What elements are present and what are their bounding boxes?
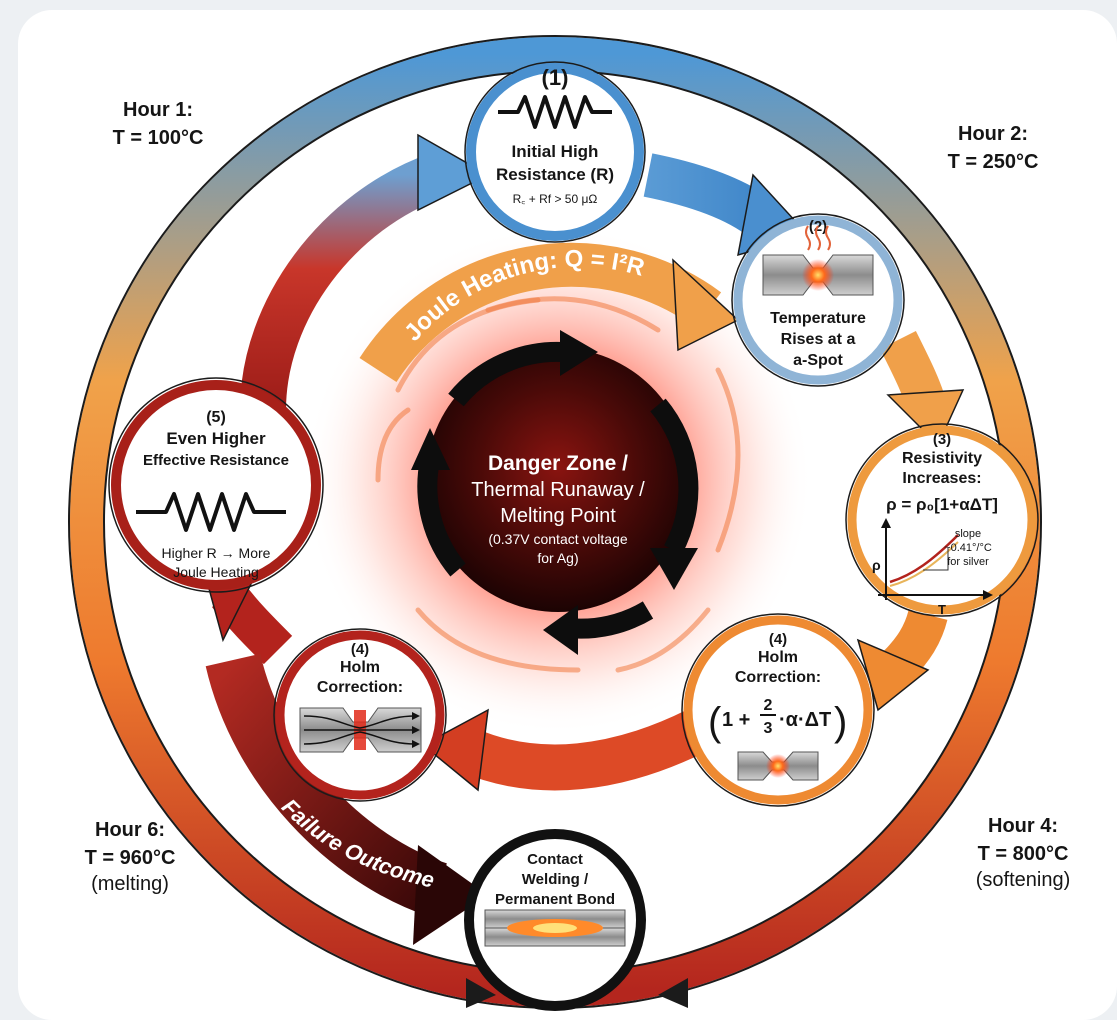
svg-text:Contact: Contact xyxy=(527,851,583,868)
svg-text:slope: slope xyxy=(955,528,981,540)
failure-outcome-node: Contact Welding / Permanent Bond xyxy=(464,829,646,1011)
heat-swirls xyxy=(375,296,741,673)
svg-text:Melting Point: Melting Point xyxy=(500,505,616,527)
outer-ring-arrowhead-right xyxy=(658,978,688,1008)
arrow-5-to-1-head xyxy=(417,133,490,212)
contact-spot-icon xyxy=(762,225,874,296)
svg-text:Resistance (R): Resistance (R) xyxy=(496,165,614,184)
svg-text:3: 3 xyxy=(764,720,773,737)
svg-text:Permanent Bond: Permanent Bond xyxy=(495,891,615,908)
hour-4-label: Hour 4: T = 800°C (softening) xyxy=(976,815,1071,891)
welded-contact-icon xyxy=(484,909,626,947)
danger-zone-core xyxy=(426,348,690,612)
svg-text:(1): (1) xyxy=(542,65,569,90)
svg-text:Effective Resistance: Effective Resistance xyxy=(143,452,289,469)
svg-text:for silver: for silver xyxy=(947,556,989,568)
svg-text:Hour 4:: Hour 4: xyxy=(988,815,1058,837)
step-4-left-node: (4) Holm Correction: xyxy=(273,628,447,802)
svg-text:T = 250°C: T = 250°C xyxy=(948,151,1039,173)
resistivity-graph-icon: ρ T slope ~0.41°/°C for silver xyxy=(872,518,993,617)
svg-text:): ) xyxy=(834,700,847,744)
current-constriction-icon xyxy=(299,707,422,753)
svg-text:(4): (4) xyxy=(351,641,369,658)
svg-text:ρ: ρ xyxy=(872,557,881,573)
svg-text:(4): (4) xyxy=(769,631,787,648)
arrow-5-to-1 xyxy=(240,153,447,411)
svg-text:a-Spot: a-Spot xyxy=(793,352,843,369)
step-3-node: (3) Resistivity Increases: ρ = ρ₀[1+αΔT]… xyxy=(845,423,1039,617)
svg-text:Temperature: Temperature xyxy=(770,310,866,327)
svg-text:·α·ΔT: ·α·ΔT xyxy=(779,709,831,731)
holm-formula: ( 1 + 2 3 ·α·ΔT ) xyxy=(708,697,847,744)
svg-text:(3): (3) xyxy=(933,431,951,448)
svg-text:T = 960°C: T = 960°C xyxy=(85,847,176,869)
arrow-3-to-4 xyxy=(883,609,948,680)
svg-text:Hour 6:: Hour 6: xyxy=(95,819,165,841)
svg-text:2: 2 xyxy=(764,697,773,714)
contact-spot-icon xyxy=(737,751,819,781)
step-5-node: (5) Even Higher Effective Resistance Hig… xyxy=(108,377,324,593)
runaway-arrowheads xyxy=(411,330,698,655)
arrow-4-to-4 xyxy=(458,709,709,791)
svg-text:T = 100°C: T = 100°C xyxy=(113,127,204,149)
svg-text:T: T xyxy=(938,602,946,617)
svg-text:Joule Heating: Joule Heating xyxy=(173,564,259,580)
svg-text:for Ag): for Ag) xyxy=(537,550,578,566)
hour-1-label: Hour 1: T = 100°C xyxy=(113,99,204,149)
arrow-4-to-4-head xyxy=(421,708,489,792)
svg-text:Thermal Runaway /: Thermal Runaway / xyxy=(471,479,645,501)
svg-text:Holm: Holm xyxy=(758,649,798,666)
svg-text:R꜀ + Rf > 50 μΩ: R꜀ + Rf > 50 μΩ xyxy=(513,192,598,206)
svg-text:Rises at a: Rises at a xyxy=(781,331,856,348)
svg-text:1 +: 1 + xyxy=(722,709,750,731)
hour-2-label: Hour 2: T = 250°C xyxy=(948,123,1039,173)
danger-zone-label: Danger Zone / Thermal Runaway / Melting … xyxy=(471,452,645,566)
svg-text:Higher R → More: Higher R → More xyxy=(162,545,271,561)
svg-text:~0.41°/°C: ~0.41°/°C xyxy=(944,542,992,554)
svg-text:Even Higher: Even Higher xyxy=(166,429,266,448)
svg-text:Correction:: Correction: xyxy=(735,669,821,686)
step-2-node: (2) Temperature Rises at a a-Spot xyxy=(731,213,905,387)
svg-text:T = 800°C: T = 800°C xyxy=(978,843,1069,865)
svg-text:(softening): (softening) xyxy=(976,869,1071,891)
outer-ring-arrowhead-left xyxy=(466,978,496,1008)
resistor-icon xyxy=(136,492,286,532)
svg-text:Correction:: Correction: xyxy=(317,679,403,696)
failure-outcome-arrow xyxy=(205,653,448,917)
thermal-runaway-diagram: Joule Heating: Q = I²R Failure Outcome H… xyxy=(68,35,1071,1011)
svg-text:(0.37V contact voltage: (0.37V contact voltage xyxy=(488,531,628,547)
svg-text:Holm: Holm xyxy=(340,659,380,676)
step-4-right-node: (4) Holm Correction: ( 1 + 2 3 ·α·ΔT ) xyxy=(681,613,875,807)
svg-text:Hour 2:: Hour 2: xyxy=(958,123,1028,145)
svg-text:(melting): (melting) xyxy=(91,873,169,895)
joule-heating-arrowhead xyxy=(672,258,740,352)
svg-text:Initial High: Initial High xyxy=(512,142,599,161)
svg-text:Danger Zone /: Danger Zone / xyxy=(488,452,628,475)
hour-6-label: Hour 6: T = 960°C (melting) xyxy=(85,819,176,895)
svg-text:(5): (5) xyxy=(206,409,226,426)
step-1-node: (1) Initial High Resistance (R) R꜀ + Rf … xyxy=(464,61,646,243)
diagram-card: Joule Heating: Q = I²R Failure Outcome H… xyxy=(18,10,1117,1020)
svg-text:Hour 1:: Hour 1: xyxy=(123,99,193,121)
svg-text:Welding /: Welding / xyxy=(522,871,589,888)
joule-heating-arrow xyxy=(359,242,722,383)
svg-text:Resistivity: Resistivity xyxy=(902,450,982,467)
svg-text:ρ = ρ₀[1+αΔT]: ρ = ρ₀[1+αΔT] xyxy=(886,495,998,514)
failure-outcome-arrowhead xyxy=(413,845,488,945)
svg-text:(: ( xyxy=(708,700,722,744)
svg-text:Increases:: Increases: xyxy=(902,470,981,487)
resistor-icon xyxy=(498,95,612,129)
